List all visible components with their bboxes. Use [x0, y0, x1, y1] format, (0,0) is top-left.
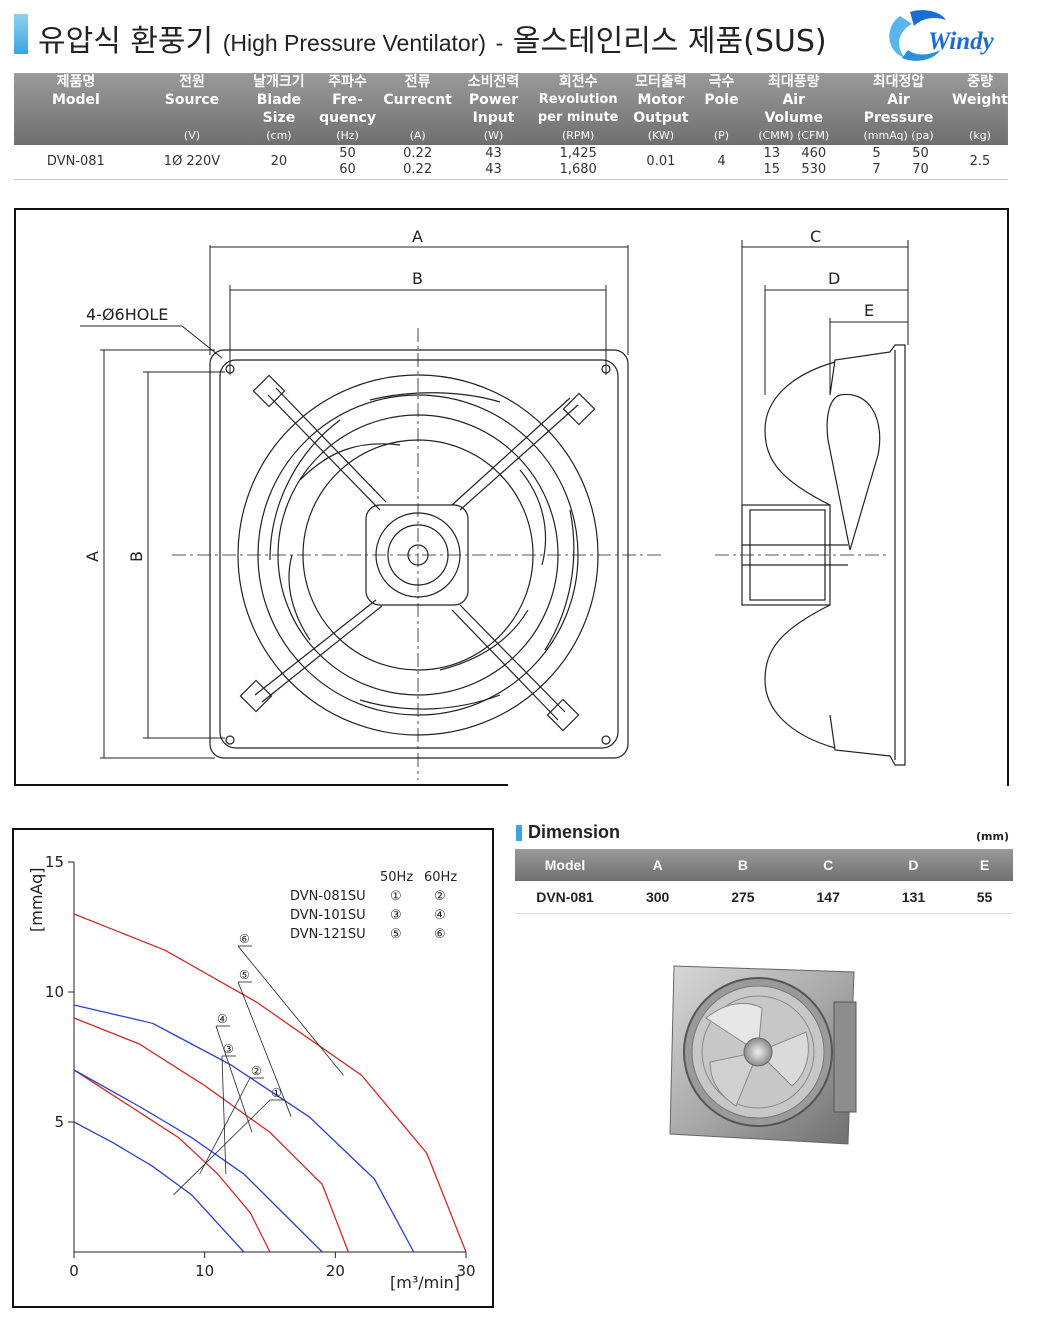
title-separator: -: [495, 30, 504, 56]
cell-blade: 20: [270, 154, 288, 169]
dim-cell-d: 131: [870, 881, 957, 914]
dim-cell-c: 147: [785, 881, 871, 914]
drawing-frame: [14, 208, 1009, 786]
dimension-accent-bar: [516, 825, 522, 841]
logo-wordmark: Windy: [928, 28, 994, 55]
cell-pole: 4: [717, 154, 726, 169]
label-a-side: A: [83, 551, 102, 562]
technical-drawing: A B C D E 4-Ø6HOLE A B: [80, 227, 909, 780]
side-dimension-lines: [741, 240, 909, 505]
title-korean: 유압식 환풍기: [38, 24, 214, 59]
drawing-labels: A B C D E 4-Ø6HOLE A B: [83, 227, 874, 562]
chart-frame: [12, 828, 494, 1308]
dimension-title: Dimension: [528, 822, 621, 842]
windy-logo-icon: [889, 10, 946, 61]
dimension-unit: (mm): [976, 830, 1009, 843]
label-b-top: B: [412, 269, 423, 288]
side-view: [741, 344, 906, 766]
dim-col-c: C: [785, 849, 871, 881]
dimension-row: DVN-081 300 275 147 131 55: [515, 881, 1013, 914]
label-c: C: [810, 227, 821, 246]
cell-weight: 2.5: [969, 154, 991, 169]
title-english: (High Pressure Ventilator): [222, 30, 487, 56]
dim-col-model: Model: [515, 849, 615, 881]
label-e: E: [864, 301, 874, 320]
label-hole: 4-Ø6HOLE: [86, 305, 168, 324]
dimension-header-row: Model A B C D E: [515, 849, 1013, 881]
dim-col-b: B: [700, 849, 786, 881]
cell-motor: 0.01: [646, 154, 676, 169]
label-a-top: A: [412, 227, 423, 246]
dim-col-d: D: [870, 849, 957, 881]
product-photo: [669, 965, 857, 1145]
cell-model: DVN-081: [46, 154, 105, 169]
dim-cell-e: 55: [956, 881, 1013, 914]
page-title: 유압식 환풍기 (High Pressure Ventilator) - 올스테…: [38, 16, 827, 60]
label-b-side: B: [127, 551, 146, 562]
dim-cell-b: 275: [700, 881, 786, 914]
dim-cell-model: DVN-081: [515, 881, 615, 914]
cell-source: 1Ø 220V: [163, 154, 221, 169]
center-lines: [172, 328, 890, 780]
drawing-frame-bottom: [14, 784, 508, 786]
dimension-table: Model A B C D E DVN-081 300 275 147 131 …: [515, 849, 1013, 914]
title-accent-bar: [14, 14, 28, 54]
dim-col-a: A: [615, 849, 701, 881]
title-subtitle: 올스테인리스 제품(SUS): [512, 24, 827, 59]
dim-col-e: E: [956, 849, 1013, 881]
front-view: [209, 349, 629, 759]
dim-cell-a: 300: [615, 881, 701, 914]
label-d: D: [828, 269, 840, 288]
